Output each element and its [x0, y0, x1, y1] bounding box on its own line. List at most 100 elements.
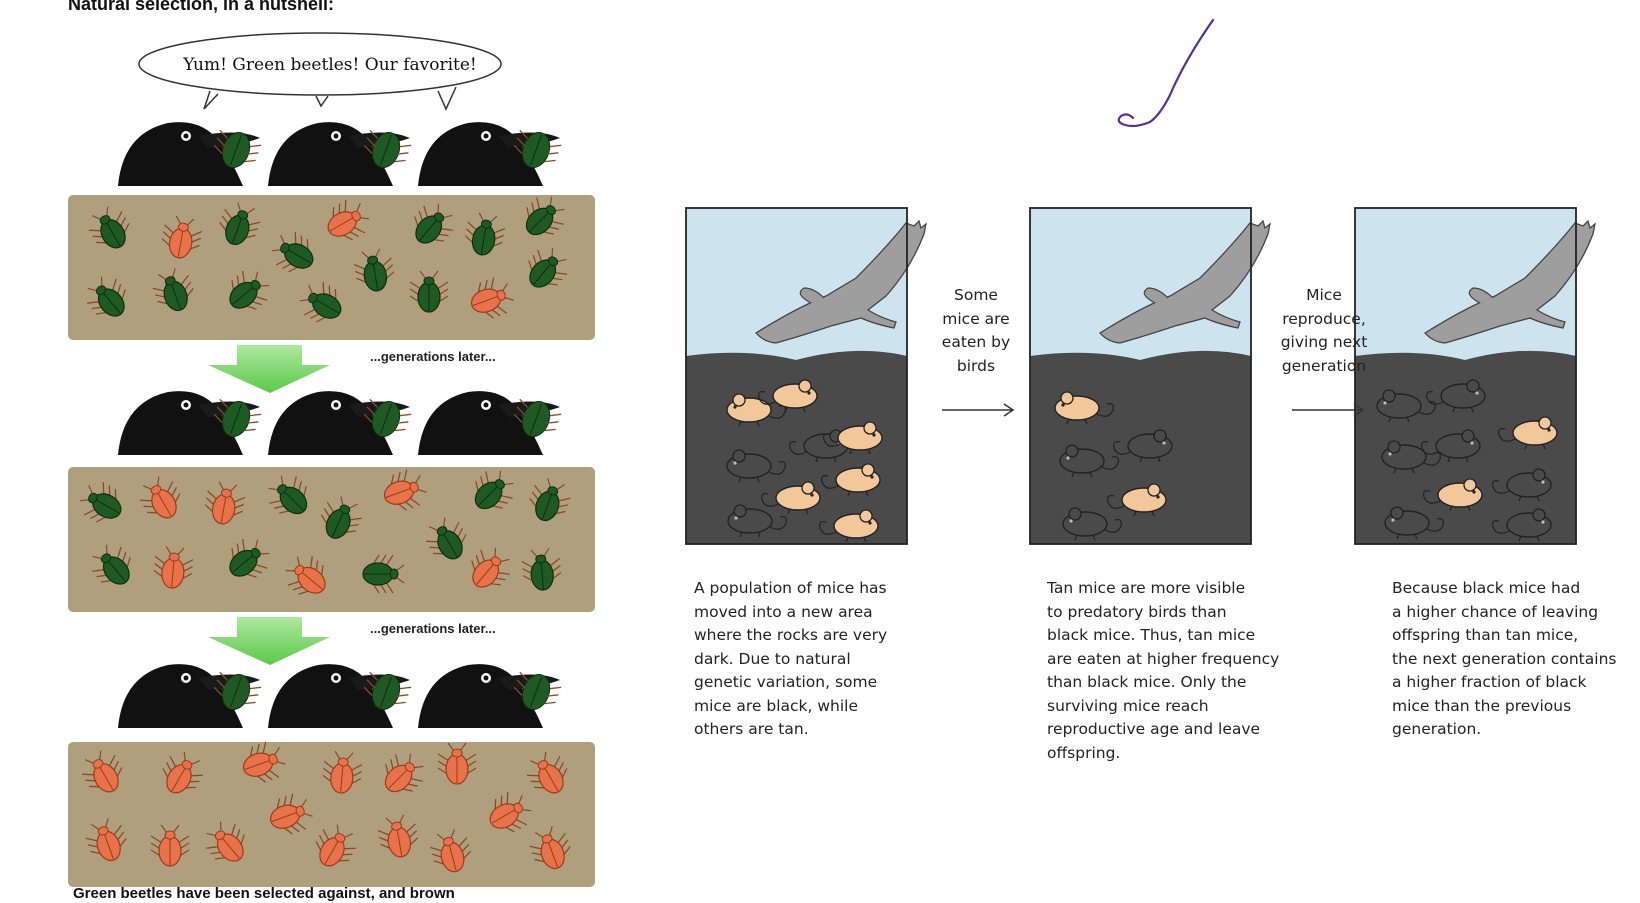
crow-row-2-c: [418, 391, 562, 455]
beetle-gen1-1: [89, 206, 130, 249]
beetle-gen1-6: [414, 203, 453, 244]
generation-arrow-1: [208, 345, 330, 393]
panel-1-caption: A population of mice has moved into a ne…: [694, 579, 888, 738]
generations-later-label-1: ...generations later...: [370, 349, 496, 364]
beetle-gen2-8: [529, 478, 571, 522]
beetle-generations-illustration: [68, 122, 595, 887]
mouse-2-4: [1107, 483, 1167, 517]
beetle-gen1-11: [229, 271, 270, 310]
beetle-gen2-12: [285, 556, 326, 595]
beetle-gen3-1: [82, 750, 123, 793]
mice-panel-2: [1029, 207, 1271, 545]
crow-row-2-b: [268, 391, 412, 455]
mouse-1-9: [819, 509, 879, 543]
mouse-3-9: [1492, 508, 1552, 542]
beetle-gen2-6: [383, 469, 427, 511]
mouse-3-1: [1376, 389, 1436, 423]
beetle-gen3-8: [85, 818, 127, 862]
beetle-gen2-13: [362, 554, 405, 594]
mice-panel-1: [685, 207, 927, 545]
beetle-gen2-11: [229, 539, 270, 578]
beetle-gen2-7: [474, 470, 514, 510]
mouse-3-8: [1384, 506, 1444, 540]
hawk-2: [1099, 219, 1271, 344]
beetle-gen1-16: [528, 247, 567, 288]
step-2-arrow: [1292, 403, 1365, 417]
step-2-label: Mice reproduce, giving next generation: [1280, 286, 1368, 375]
beetle-gen2-1: [79, 482, 122, 523]
beetle-gen1-9: [87, 276, 126, 317]
mice-selection-illustration: [685, 207, 1596, 545]
generations-later-label-2: ...generations later...: [370, 621, 496, 636]
hawk-1: [755, 219, 927, 344]
beetle-gen3-7: [527, 751, 568, 794]
beetle-gen3-11: [269, 793, 313, 835]
crow-row-2-a: [118, 391, 262, 455]
crow-row-1-b: [268, 122, 412, 186]
mouse-3-5: [1421, 429, 1481, 463]
mouse-2-5: [1062, 507, 1122, 541]
beetle-gen1-15: [470, 277, 514, 319]
mouse-3-4: [1381, 440, 1441, 474]
mouse-2-2: [1113, 429, 1173, 463]
mouse-2-1: [1054, 391, 1114, 425]
hawk-3: [1424, 219, 1596, 344]
beetle-gen3-12: [315, 824, 356, 867]
beetle-gen2-15: [471, 547, 510, 588]
beetle-gen3-15: [489, 792, 532, 833]
mouse-3-3: [1498, 416, 1558, 450]
mouse-2-3: [1059, 444, 1119, 478]
beetle-gen1-3: [219, 202, 261, 246]
mouse-1-4: [823, 421, 883, 455]
beetle-gen3-13: [377, 814, 419, 858]
beetle-gen3-6: [437, 742, 477, 785]
crow-row-1-c: [418, 122, 562, 186]
panel-3-caption: Because black mice had a higher chance o…: [1392, 579, 1617, 738]
generation-arrow-2: [208, 617, 330, 665]
mouse-1-1: [726, 393, 786, 427]
mouse-1-7: [761, 481, 821, 515]
beetle-diagram-title: Natural selection, in a nutshell:: [68, 0, 335, 14]
beetle-gen3-10: [206, 821, 245, 862]
mouse-1-6: [821, 463, 881, 497]
beetle-gen3-2: [162, 751, 203, 794]
speech-bubble: [138, 32, 502, 111]
crow-row-3-a: [118, 664, 262, 728]
speech-text: Yum! Green beetles! Our favorite!: [183, 55, 477, 75]
mouse-1-8: [727, 504, 787, 538]
beetle-gen3-14: [430, 829, 472, 873]
mouse-3-7: [1423, 478, 1483, 512]
beetle-gen1-13: [353, 248, 395, 292]
beetle-gen1-4: [271, 232, 314, 273]
mouse-1-5: [726, 449, 786, 483]
step-1-arrow: [942, 403, 1015, 417]
beetle-gen2-3: [204, 481, 246, 525]
beetle-gen1-12: [299, 282, 342, 323]
beetle-gen2-9: [92, 544, 131, 585]
beetle-gen2-14: [426, 517, 467, 560]
beetle-gen2-16: [521, 547, 562, 591]
beetle-gen3-4: [322, 750, 363, 794]
beetle-gen3-9: [150, 824, 190, 867]
beetle-gen1-8: [525, 196, 565, 236]
step-1-label: Some mice are eaten by birds: [941, 286, 1011, 375]
beetle-gen1-14: [409, 270, 449, 313]
beetle-gen2-5: [320, 496, 362, 539]
beetle-gen2-4: [268, 475, 308, 515]
crow-row-1-a: [118, 122, 262, 186]
crow-row-3-c: [418, 664, 562, 728]
beetle-gen3-16: [529, 826, 571, 870]
ground-band-1: [68, 195, 595, 340]
mouse-3-6: [1492, 468, 1552, 502]
beetle-gen3-3: [242, 741, 286, 783]
beetle-diagram-caption: Green beetles have been selected against…: [73, 885, 455, 902]
beetle-gen1-2: [161, 215, 203, 259]
beetle-gen1-10: [152, 268, 194, 312]
beetle-gen3-5: [384, 753, 424, 793]
mice-panel-3: [1354, 207, 1596, 545]
crow-row-3-b: [268, 664, 412, 728]
beetle-gen2-2: [140, 476, 181, 519]
beetle-gen1-5: [327, 200, 370, 241]
ground-band-2: [68, 467, 595, 612]
mouse-1-2: [758, 379, 818, 413]
